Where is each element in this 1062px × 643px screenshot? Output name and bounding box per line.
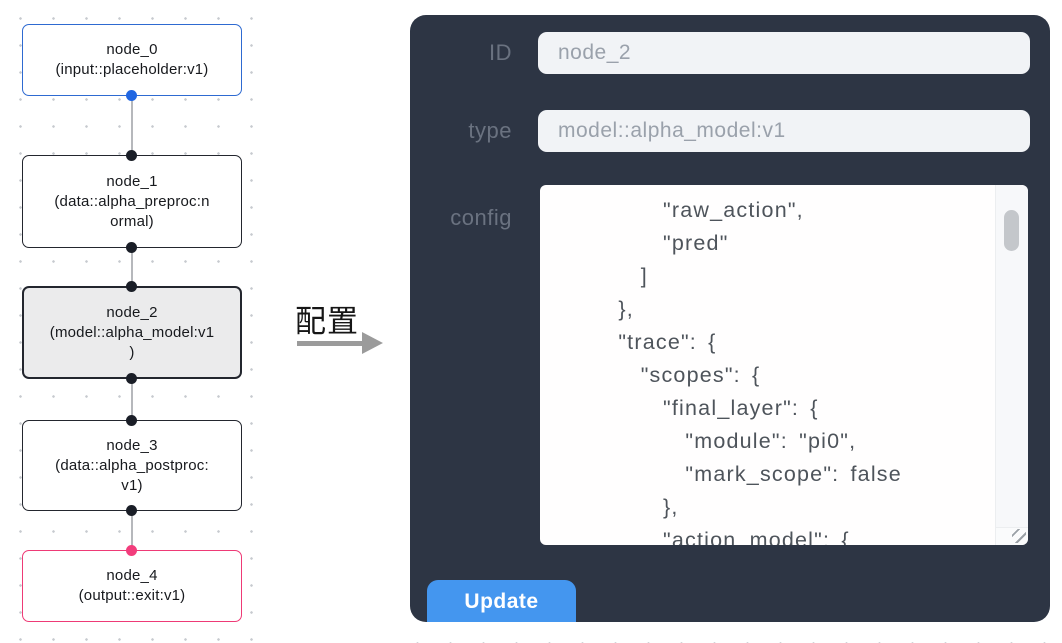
config-panel: ID type config "raw_action", "pred" ] },… — [410, 15, 1050, 622]
config-label: config — [450, 205, 512, 230]
annotation-arrow — [297, 341, 363, 346]
node-label: node_0 (input::placeholder:v1) — [55, 41, 209, 78]
panel-canvas: ID type config "raw_action", "pred" ] },… — [394, 0, 1062, 643]
flow-edge — [131, 248, 133, 286]
flow-edge — [131, 511, 133, 550]
node-label: node_4 (output::exit:v1) — [78, 567, 186, 604]
flow-node-node_0[interactable]: node_0 (input::placeholder:v1) — [22, 24, 242, 96]
node-label: node_2 (model::alpha_model:v1 ) — [49, 303, 215, 361]
type-label: type — [468, 118, 512, 143]
type-input[interactable] — [538, 110, 1030, 152]
port-handle-top[interactable] — [126, 281, 137, 292]
flow-node-node_3[interactable]: node_3 (data::alpha_postproc: v1) — [22, 420, 242, 511]
config-scrollbar-thumb[interactable] — [1004, 210, 1019, 251]
flow-node-node_2[interactable]: node_2 (model::alpha_model:v1 ) — [22, 286, 242, 379]
config-textarea[interactable]: "raw_action", "pred" ] }, "trace": { "sc… — [540, 185, 1028, 545]
id-label: ID — [489, 40, 512, 65]
annotation-arrow-head-icon — [362, 332, 383, 354]
port-handle-bottom[interactable] — [126, 90, 137, 101]
port-handle-bottom[interactable] — [126, 373, 137, 384]
config-scrollbar[interactable] — [995, 185, 1028, 528]
flow-node-node_1[interactable]: node_1 (data::alpha_preproc:n ormal) — [22, 155, 242, 248]
port-handle-bottom[interactable] — [126, 505, 137, 516]
resize-handle-icon[interactable] — [1012, 529, 1026, 543]
node-label: node_3 (data::alpha_postproc: v1) — [55, 436, 209, 494]
port-handle-bottom[interactable] — [126, 242, 137, 253]
flow-edge — [131, 96, 133, 155]
config-json-text: "raw_action", "pred" ] }, "trace": { "sc… — [618, 198, 902, 545]
port-handle-top[interactable] — [126, 545, 137, 556]
port-handle-top[interactable] — [126, 150, 137, 161]
node-label: node_1 (data::alpha_preproc:n ormal) — [54, 172, 210, 230]
update-button[interactable]: Update — [427, 580, 576, 622]
annotation-label: 配置 — [295, 304, 359, 339]
flow-canvas[interactable]: node_0 (input::placeholder:v1)node_1 (da… — [0, 0, 281, 643]
flow-node-node_4[interactable]: node_4 (output::exit:v1) — [22, 550, 242, 622]
flow-edge — [131, 379, 133, 420]
id-input[interactable] — [538, 32, 1030, 74]
port-handle-top[interactable] — [126, 415, 137, 426]
